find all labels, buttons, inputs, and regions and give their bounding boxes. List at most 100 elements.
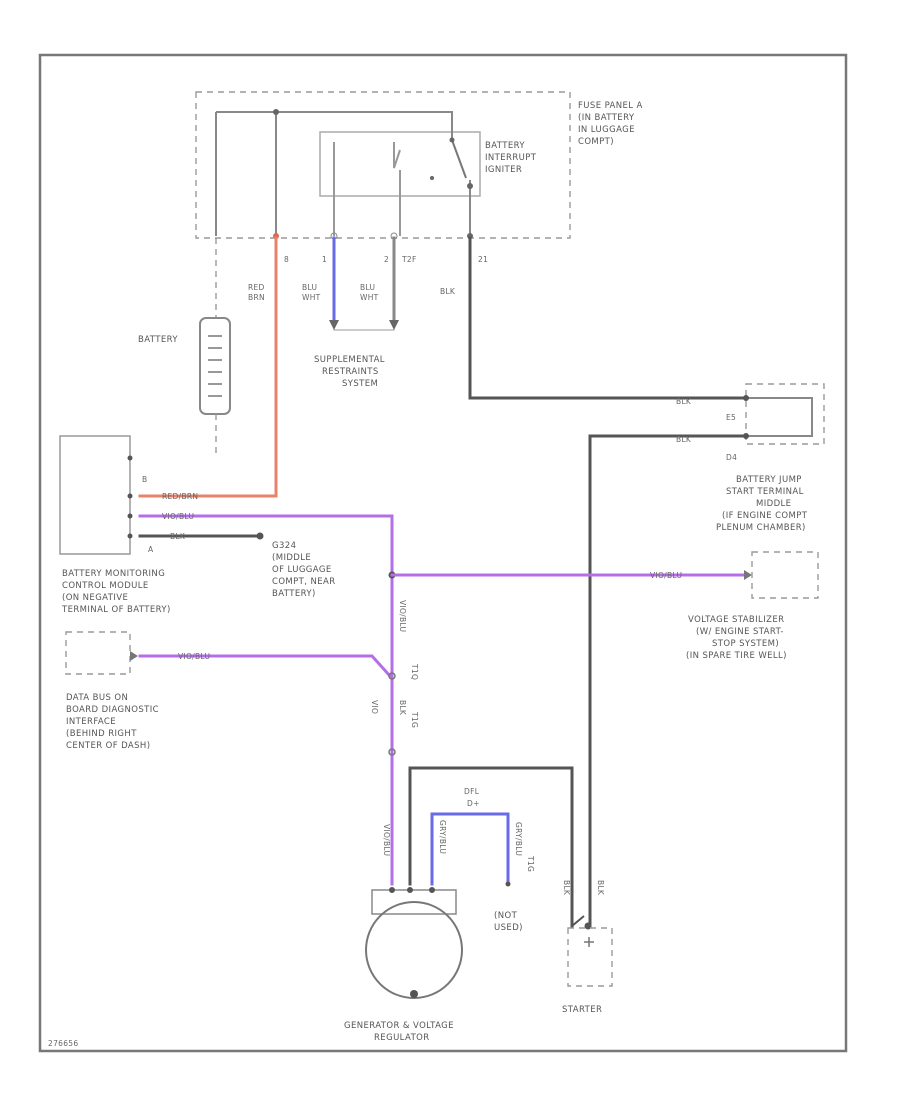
wire-label-red-brn-h: RED/BRN	[162, 492, 198, 501]
wire-label-gry-blu: GRY/BLU	[438, 820, 447, 854]
bmc-pin-top	[127, 455, 133, 461]
svg-text:DATA BUS ON: DATA BUS ON	[66, 693, 128, 703]
data-bus-pin	[130, 651, 138, 661]
bmc-pin-b-label: B	[142, 475, 147, 484]
wire-label-vio-blu-1: VIO/BLU	[162, 512, 194, 521]
svg-text:IN LUGGAGE: IN LUGGAGE	[578, 125, 635, 135]
wire-vio-blu-databus	[138, 654, 393, 679]
wire-vio-blu-main	[138, 514, 394, 886]
wire-label-red: RED	[248, 283, 265, 292]
pin-t1g-2-label: T1G	[526, 855, 535, 872]
generator-label: GENERATOR & VOLTAGE REGULATOR	[344, 1021, 454, 1043]
wire-label-wht-1: WHT	[302, 293, 321, 302]
pin-e5-dot	[743, 395, 749, 401]
figure-id: 276656	[48, 1039, 78, 1048]
fuse-internal-bus	[216, 111, 453, 140]
wire-label-blk-v2: BLK	[398, 700, 407, 716]
svg-text:MIDDLE: MIDDLE	[756, 499, 791, 509]
svg-text:STOP SYSTEM): STOP SYSTEM)	[712, 639, 779, 649]
wire-label-blk-starter-1: BLK	[562, 880, 571, 896]
svg-text:INTERFACE: INTERFACE	[66, 717, 116, 727]
svg-text:(MIDDLE: (MIDDLE	[272, 553, 311, 563]
wire-label-vio-blu-gen: VIO/BLU	[382, 824, 391, 856]
svg-text:BATTERY): BATTERY)	[272, 589, 316, 599]
svg-text:INTERRUPT: INTERRUPT	[485, 153, 537, 163]
svg-text:(W/ ENGINE START-: (W/ ENGINE START-	[696, 627, 784, 637]
ground-g324-dot	[256, 532, 264, 540]
starter-terminal	[584, 922, 592, 930]
srs-internal-2	[393, 142, 401, 236]
pin-1-label: 1	[322, 255, 327, 264]
svg-text:FUSE PANEL A: FUSE PANEL A	[578, 101, 643, 111]
wire-gry-blu-dfl	[430, 812, 510, 886]
svg-text:(NOT: (NOT	[494, 911, 518, 921]
pin-e5-label: E5	[726, 413, 736, 422]
wire-label-blk-starter-2: BLK	[596, 880, 605, 896]
not-used-pin	[505, 881, 511, 887]
data-bus-label: DATA BUS ON BOARD DIAGNOSTIC INTERFACE (…	[66, 693, 159, 751]
svg-text:(IN SPARE TIRE WELL): (IN SPARE TIRE WELL)	[686, 651, 787, 661]
battery-label: BATTERY	[138, 335, 178, 345]
svg-text:USED): USED)	[494, 923, 523, 933]
svg-text:BOARD DIAGNOSTIC: BOARD DIAGNOSTIC	[66, 705, 159, 715]
wire-label-blk-g: BLK	[170, 532, 186, 541]
bmc-pin-2	[127, 513, 133, 519]
fuse-panel-label: FUSE PANEL A (IN BATTERY IN LUGGAGE COMP…	[578, 101, 643, 147]
switch-pivot	[449, 137, 455, 143]
svg-text:IGNITER: IGNITER	[485, 165, 522, 175]
gen-pin-1	[389, 887, 395, 893]
svg-text:CENTER OF DASH): CENTER OF DASH)	[66, 741, 150, 751]
svg-text:COMPT): COMPT)	[578, 137, 614, 147]
battery-cells	[208, 335, 222, 397]
wire-label-vio-blu-stab: VIO/BLU	[650, 571, 682, 580]
bmc-box	[59, 435, 131, 555]
pin-2-label: 2	[384, 255, 389, 264]
wire-label-vio-v2: VIO	[370, 700, 379, 714]
srs-arrow-2	[389, 320, 399, 330]
svg-text:BATTERY JUMP: BATTERY JUMP	[736, 475, 802, 485]
generator-ground	[410, 990, 418, 998]
starter-box	[567, 927, 613, 987]
battery-interrupt-label: BATTERY INTERRUPT IGNITER	[485, 141, 537, 175]
wire-label-vio-blu-dl: VIO/BLU	[178, 652, 210, 661]
svg-text:VOLTAGE STABILIZER: VOLTAGE STABILIZER	[688, 615, 784, 625]
wire-blk-e5	[468, 236, 748, 400]
jump-start-internal	[746, 397, 813, 437]
wire-label-blk-top: BLK	[440, 287, 456, 296]
wire-blk-d4	[588, 434, 748, 928]
ground-label: G324 (MIDDLE OF LUGGAGE COMPT, NEAR BATT…	[272, 541, 335, 599]
svg-text:G324: G324	[272, 541, 296, 551]
wire-label-gry-blu-2: GRY/BLU	[514, 822, 523, 856]
pin-8-label: 8	[284, 255, 289, 264]
d-pin-label: D+	[467, 799, 480, 808]
jump-start-box	[745, 383, 825, 445]
svg-text:START TERMINAL: START TERMINAL	[726, 487, 804, 497]
generator-terminal-block	[371, 889, 457, 915]
starter-link	[571, 915, 585, 927]
data-bus-box	[65, 631, 131, 675]
bmc-pin-a	[127, 533, 133, 539]
svg-text:RESTRAINTS: RESTRAINTS	[322, 367, 379, 377]
gen-pin-2	[407, 887, 413, 893]
stabilizer-label: VOLTAGE STABILIZER (W/ ENGINE START- STO…	[686, 615, 787, 661]
wire-label-blu-2: BLU	[360, 283, 375, 292]
pin-21-label: 21	[478, 255, 488, 264]
generator-circle	[365, 901, 463, 999]
wire-blk-generator	[408, 766, 574, 928]
srs-bracket	[333, 322, 395, 331]
wire-label-blu-1: BLU	[302, 283, 317, 292]
svg-text:OF LUGGAGE: OF LUGGAGE	[272, 565, 332, 575]
fuse-panel-box	[195, 91, 571, 239]
svg-text:(BEHIND RIGHT: (BEHIND RIGHT	[66, 729, 137, 739]
starter-label: STARTER	[562, 1005, 602, 1015]
bmc-pin-a-label: A	[148, 545, 154, 554]
svg-text:CONTROL MODULE: CONTROL MODULE	[62, 581, 149, 591]
pin-t1g-label: T1G	[410, 711, 419, 728]
svg-text:SYSTEM: SYSTEM	[342, 379, 378, 389]
wire-label-blk-e5: BLK	[676, 397, 692, 406]
wire-label-brn: BRN	[248, 293, 265, 302]
battery-symbol	[199, 317, 231, 415]
not-used-label: (NOT USED)	[494, 911, 523, 933]
bmc-label: BATTERY MONITORING CONTROL MODULE (ON NE…	[61, 569, 170, 615]
connector-t1g	[388, 748, 396, 756]
